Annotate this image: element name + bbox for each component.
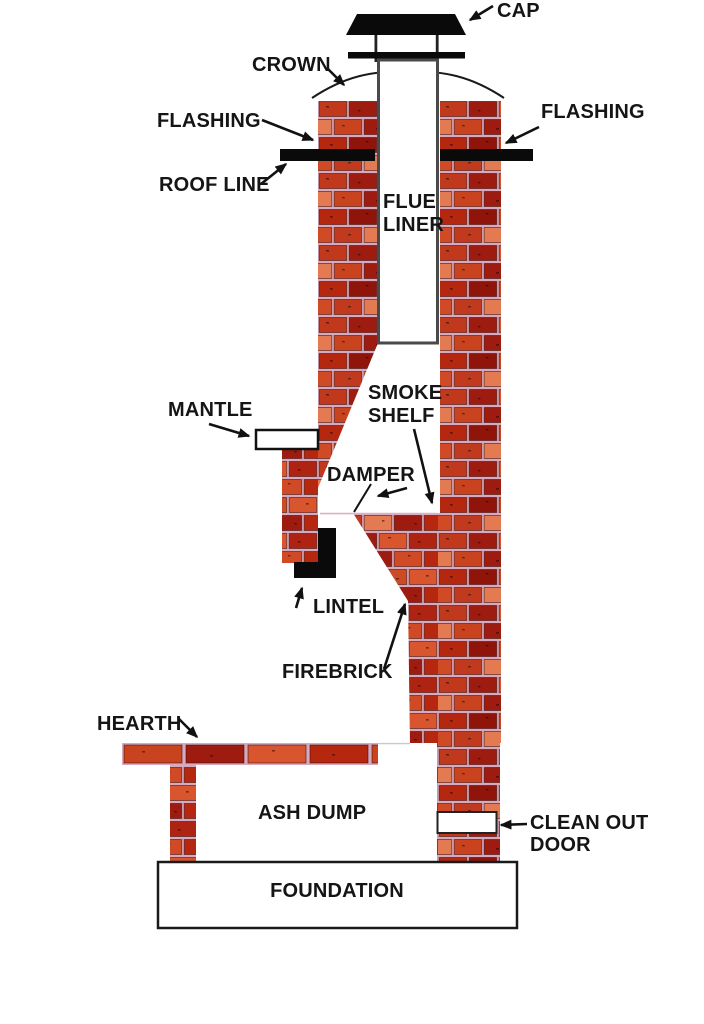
label-smoke-shelf-1: SMOKE [368, 382, 442, 404]
flue-liner-shape [377, 58, 439, 345]
crown-arrow [326, 67, 346, 87]
lintel-shape [294, 528, 336, 578]
label-mantle: MANTLE [168, 399, 253, 421]
label-lintel: LINTEL [313, 596, 384, 618]
damper-arrow [376, 486, 408, 499]
roof-line-right-bar [440, 149, 533, 161]
clean-out-door-shape [436, 811, 498, 834]
lintel-arrow [294, 586, 304, 609]
label-cap: CAP [497, 0, 540, 22]
label-flue-liner-2: LINER [383, 214, 444, 236]
firebrick-arrow [382, 602, 407, 670]
ash-pit-wall [437, 743, 500, 862]
hearth-arrow [177, 717, 199, 739]
flue-pipe-left [374, 33, 378, 62]
label-flue-liner-1: FLUE [383, 191, 436, 213]
left-brick-column [318, 100, 378, 488]
storm-collar [348, 52, 465, 59]
flashing-right-arrow [504, 125, 540, 145]
fireplace-breast-wall [282, 449, 318, 563]
cap-arrow [468, 4, 494, 22]
mantle-arrow [208, 422, 251, 438]
flashing-left-arrow [261, 118, 315, 142]
roof-line-left-bar [280, 149, 375, 161]
firebrick-mass [353, 513, 441, 743]
label-firebrick: FIREBRICK [282, 661, 393, 683]
flue-pipe-right [435, 33, 439, 62]
clean-out-arrow [499, 819, 528, 830]
foundation-shape [156, 860, 519, 930]
right-brick-column [440, 100, 501, 743]
smoke-shelf-arrow [412, 428, 435, 505]
label-clean-out-1: CLEAN OUT [530, 812, 648, 834]
roof-line-arrow [260, 162, 288, 186]
cap-shape [346, 14, 466, 35]
label-roof-line: ROOF LINE [159, 174, 270, 196]
label-hearth: HEARTH [97, 713, 182, 735]
damper-leader-line [353, 483, 372, 513]
label-ash-dump: ASH DUMP [258, 802, 366, 824]
hearth-pillar [170, 765, 196, 862]
hearth-slab [122, 743, 378, 765]
label-flashing-left: FLASHING [157, 110, 261, 132]
mantle-shape [254, 428, 320, 451]
label-flashing-right: FLASHING [541, 101, 645, 123]
label-smoke-shelf-2: SHELF [368, 405, 435, 427]
label-crown: CROWN [252, 54, 331, 76]
label-foundation: FOUNDATION [270, 880, 404, 902]
label-damper: DAMPER [327, 464, 415, 486]
label-clean-out-2: DOOR [530, 834, 591, 856]
